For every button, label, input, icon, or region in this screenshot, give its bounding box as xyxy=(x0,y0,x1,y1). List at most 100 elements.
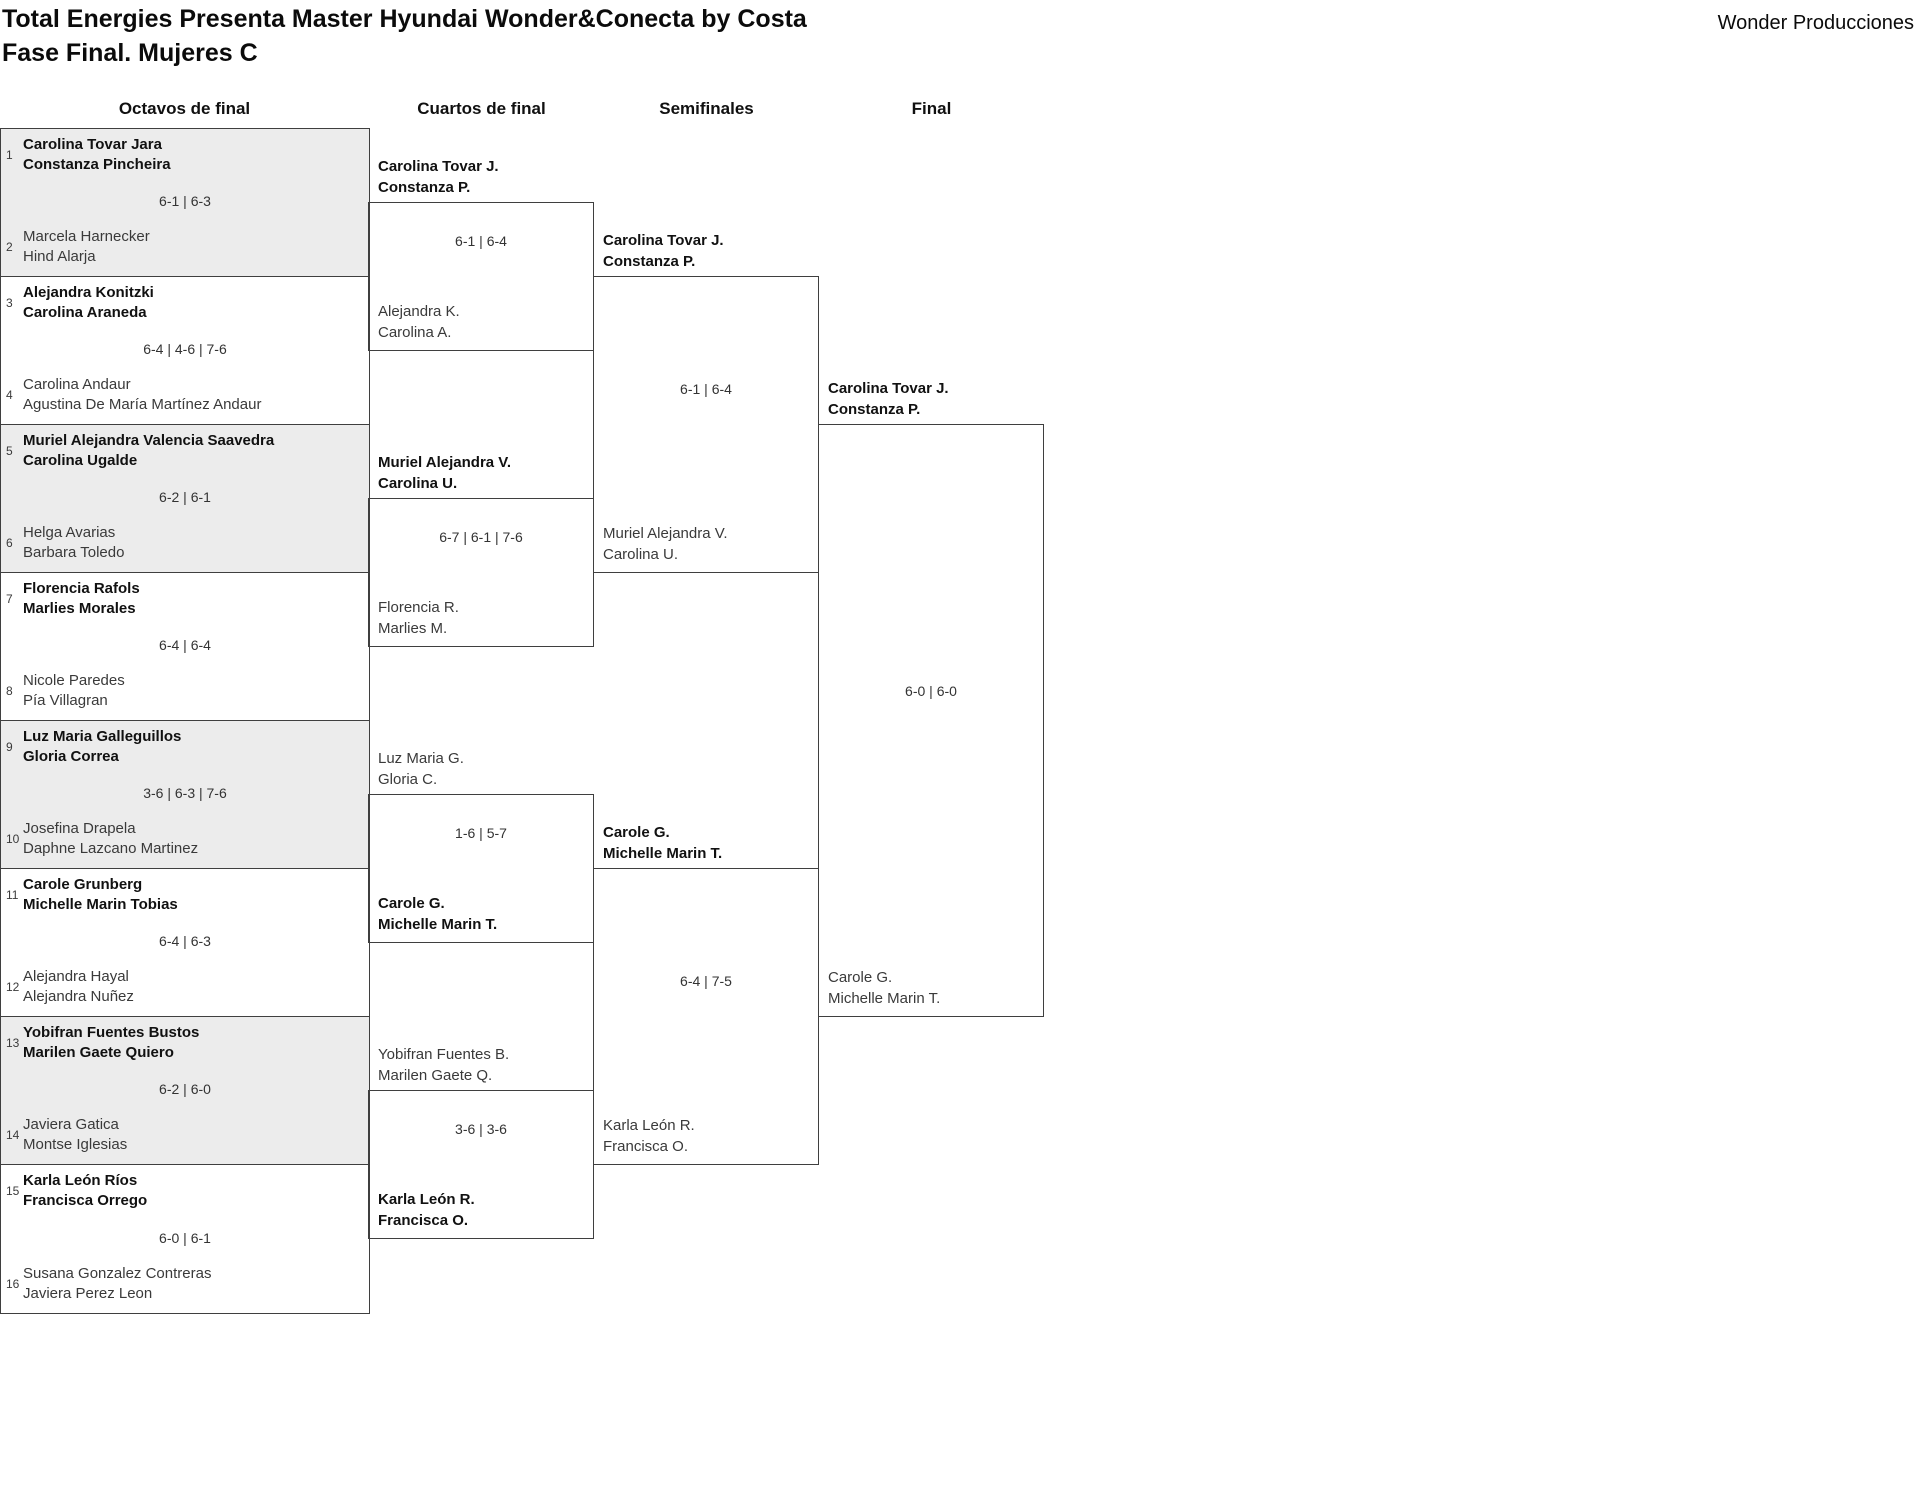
player-name: Gloria C. xyxy=(378,771,438,788)
player-name: Michelle Marin T. xyxy=(828,990,941,1007)
player-name: Karla León Ríos xyxy=(23,1172,138,1189)
cuartos-match-3: Luz Maria G. Gloria C. 1-6 | 5-7 Carole … xyxy=(368,750,594,943)
player-name: Carolina U. xyxy=(378,475,458,492)
match-entry: 13 Yobifran Fuentes Bustos Marilen Gaete… xyxy=(1,1017,369,1063)
player-name: Marlies Morales xyxy=(23,600,136,617)
team-names: Josefina Drapela Daphne Lazcano Martinez xyxy=(23,819,198,859)
match-score: 3-6 | 6-3 | 7-6 xyxy=(143,785,227,801)
match-score: 6-4 | 6-4 xyxy=(159,637,211,653)
page-title-line1: Total Energies Presenta Master Hyundai W… xyxy=(2,5,807,33)
player-name: Carolina Ugalde xyxy=(23,452,138,469)
team-label: Luz Maria G. Gloria C. xyxy=(378,748,464,790)
player-name: Muriel Alejandra V. xyxy=(378,454,512,471)
match-score: 6-4 | 4-6 | 7-6 xyxy=(143,341,227,357)
team-names: Alejandra Hayal Alejandra Nuñez xyxy=(23,967,134,1007)
player-name: Michelle Marin T. xyxy=(378,916,498,933)
match-score: 3-6 | 3-6 xyxy=(455,1121,507,1137)
match-entry: 9 Luz Maria Galleguillos Gloria Correa xyxy=(1,721,369,767)
player-name: Michelle Marin Tobias xyxy=(23,896,178,913)
player-name: Carolina A. xyxy=(378,324,452,341)
team-names: Yobifran Fuentes Bustos Marilen Gaete Qu… xyxy=(23,1023,199,1063)
match-score: 6-4 | 6-3 xyxy=(159,933,211,949)
player-name: Alejandra K. xyxy=(378,303,460,320)
match-entry: 2 Marcela Harnecker Hind Alarja xyxy=(1,227,369,276)
player-name: Carolina Tovar Jara xyxy=(23,136,162,153)
seed-number: 3 xyxy=(6,296,13,310)
player-name: Javiera Perez Leon xyxy=(23,1285,153,1302)
player-name: Karla León R. xyxy=(378,1191,475,1208)
player-name: Constanza Pincheira xyxy=(23,156,171,173)
organizer-name: Wonder Producciones xyxy=(1717,12,1914,34)
team-label: Karla León R. Francisca O. xyxy=(378,1189,475,1231)
player-name: Marcela Harnecker xyxy=(23,228,150,245)
match-score: 6-1 | 6-4 xyxy=(455,233,507,249)
match-score: 6-2 | 6-1 xyxy=(159,489,211,505)
octavos-match-6: 11 Carole Grunberg Michelle Marin Tobias… xyxy=(1,869,369,1017)
team-names: Helga Avarias Barbara Toledo xyxy=(23,523,124,563)
player-name: Carole Grunberg xyxy=(23,876,143,893)
match-entry: 14 Javiera Gatica Montse Iglesias xyxy=(1,1115,369,1164)
match-entry: 5 Muriel Alejandra Valencia Saavedra Car… xyxy=(1,425,369,471)
player-name: Luz Maria G. xyxy=(378,750,464,767)
seed-number: 2 xyxy=(6,240,13,254)
team-names: Alejandra Konitzki Carolina Araneda xyxy=(23,283,154,323)
team-label: Muriel Alejandra V. Carolina U. xyxy=(603,523,728,565)
match-score: 6-0 | 6-1 xyxy=(159,1229,211,1246)
seed-number: 9 xyxy=(6,740,13,754)
match-entry: 10 Josefina Drapela Daphne Lazcano Marti… xyxy=(1,819,369,868)
octavos-match-7: 13 Yobifran Fuentes Bustos Marilen Gaete… xyxy=(1,1017,369,1165)
player-name: Carolina Tovar J. xyxy=(603,232,724,249)
match-entry: 3 Alejandra Konitzki Carolina Araneda xyxy=(1,277,369,323)
team-label: Carolina Tovar J. Constanza P. xyxy=(828,378,949,420)
round-header-cuartos: Cuartos de final xyxy=(417,99,546,118)
match-score: 1-6 | 5-7 xyxy=(455,825,507,841)
player-name: Gloria Correa xyxy=(23,748,119,765)
seed-number: 4 xyxy=(6,388,13,402)
player-name: Hind Alarja xyxy=(23,248,96,265)
match-score: 6-7 | 6-1 | 7-6 xyxy=(439,529,523,545)
player-name: Carole G. xyxy=(378,895,445,912)
player-name: Barbara Toledo xyxy=(23,544,125,561)
player-name: Carole G. xyxy=(828,969,893,986)
player-name: Carole G. xyxy=(603,824,670,841)
player-name: Javiera Gatica xyxy=(23,1116,119,1133)
player-name: Constanza P. xyxy=(378,179,471,196)
team-label: Carolina Tovar J. Constanza P. xyxy=(378,156,499,198)
player-name: Yobifran Fuentes Bustos xyxy=(23,1024,200,1041)
match-entry: 15 Karla León Ríos Francisca Orrego xyxy=(1,1165,369,1211)
team-names: Javiera Gatica Montse Iglesias xyxy=(23,1115,127,1155)
round-header-final: Final xyxy=(911,99,952,118)
player-name: Nicole Paredes xyxy=(23,672,125,689)
player-name: Marilen Gaete Q. xyxy=(378,1067,493,1084)
match-entry: 6 Helga Avarias Barbara Toledo xyxy=(1,523,369,572)
player-name: Pía Villagran xyxy=(23,692,108,709)
player-name: Francisca O. xyxy=(603,1138,689,1155)
octavos-match-5: 9 Luz Maria Galleguillos Gloria Correa 3… xyxy=(1,721,369,869)
team-label: Carole G. Michelle Marin T. xyxy=(603,822,722,864)
player-name: Carolina Araneda xyxy=(23,304,147,321)
seed-number: 1 xyxy=(6,148,13,162)
octavos-match-4: 7 Florencia Rafols Marlies Morales 6-4 |… xyxy=(1,573,369,721)
match-entry: 4 Carolina Andaur Agustina De María Mart… xyxy=(1,375,369,424)
player-name: Daphne Lazcano Martinez xyxy=(23,840,199,857)
player-name: Carolina Tovar J. xyxy=(378,158,499,175)
player-name: Yobifran Fuentes B. xyxy=(378,1046,510,1063)
team-names: Karla León Ríos Francisca Orrego xyxy=(23,1171,147,1211)
team-names: Marcela Harnecker Hind Alarja xyxy=(23,227,150,267)
player-name: Muriel Alejandra Valencia Saavedra xyxy=(23,432,275,449)
team-names: Carole Grunberg Michelle Marin Tobias xyxy=(23,875,178,915)
player-name: Marilen Gaete Quiero xyxy=(23,1044,174,1061)
team-names: Nicole Paredes Pía Villagran xyxy=(23,671,125,711)
player-name: Alejandra Hayal xyxy=(23,968,129,985)
player-name: Michelle Marin T. xyxy=(603,845,723,862)
team-names: Muriel Alejandra Valencia Saavedra Carol… xyxy=(23,431,274,471)
player-name: Florencia Rafols xyxy=(23,580,140,597)
team-names: Florencia Rafols Marlies Morales xyxy=(23,579,140,619)
team-label: Muriel Alejandra V. Carolina U. xyxy=(378,452,511,494)
player-name: Josefina Drapela xyxy=(23,820,136,837)
team-label: Karla León R. Francisca O. xyxy=(603,1115,695,1157)
match-score: 6-0 | 6-0 xyxy=(905,683,957,699)
match-entry: 12 Alejandra Hayal Alejandra Nuñez xyxy=(1,967,369,1016)
seed-number: 15 xyxy=(6,1184,20,1198)
